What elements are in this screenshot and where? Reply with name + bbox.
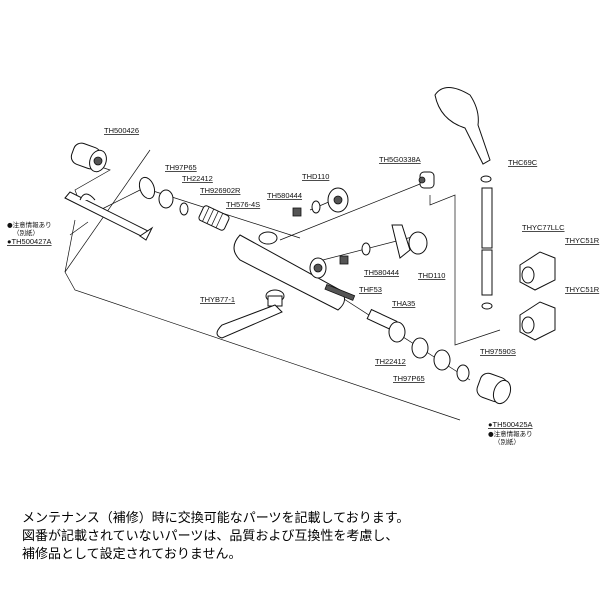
spout [216,289,285,339]
footer-notice: メンテナンス（補修）時に交換可能なパーツを記載しております。 図番が記載されてい… [22,510,409,564]
caution-note: ●注意情報あり [488,429,533,438]
footer-line: メンテナンス（補修）時に交換可能なパーツを記載しております。 [22,511,410,526]
part-label: THA35 [392,299,415,308]
part-label: TH22412 [375,357,406,366]
part-label: THC69C [508,158,538,167]
part-label: TH97590S [480,347,516,356]
eccentric-upper [292,187,349,217]
part-label: THD110 [418,271,445,280]
part-label: TH576-4S [226,200,260,209]
part-label: ●TH500427A [7,237,52,246]
part-label: THD110 [302,172,329,181]
faucet-body [233,231,345,311]
part-label: TH926902R [200,186,241,195]
part-label: THYC77LLC [522,223,565,232]
part-label: TH22412 [182,174,213,183]
part-label: TH500426 [104,126,139,135]
part-label: TH97P65 [393,374,425,383]
separate-note: （別紙） [13,228,39,237]
part-label: THYC51R [565,236,600,245]
part-label: TH580444 [267,191,302,200]
part-label: TH97P65 [165,163,197,172]
caution-note: ●注意情報あり [7,220,52,229]
footer-line: 補修品として設定されておりません。 [22,547,242,562]
footer-line: 図番が記載されていないパーツは、品質および互換性を考慮し、 [22,529,399,544]
part-label: THF53 [359,285,382,294]
part-label: ●TH500425A [488,420,533,429]
small-parts-left [138,176,230,231]
separate-note: （別紙） [494,437,520,446]
bracket [64,191,154,241]
part-label: TH5G0338A [379,155,421,164]
part-label: THYB77-1 [200,295,235,304]
elbow [418,171,435,189]
part-label: THYC51R [565,285,600,294]
handle-left-cap [70,142,107,173]
holders [519,251,556,341]
eccentric-lower [339,224,428,265]
hose [481,187,493,310]
right-parts [324,284,512,405]
part-label: TH580444 [364,268,399,277]
shower-head [434,87,492,183]
